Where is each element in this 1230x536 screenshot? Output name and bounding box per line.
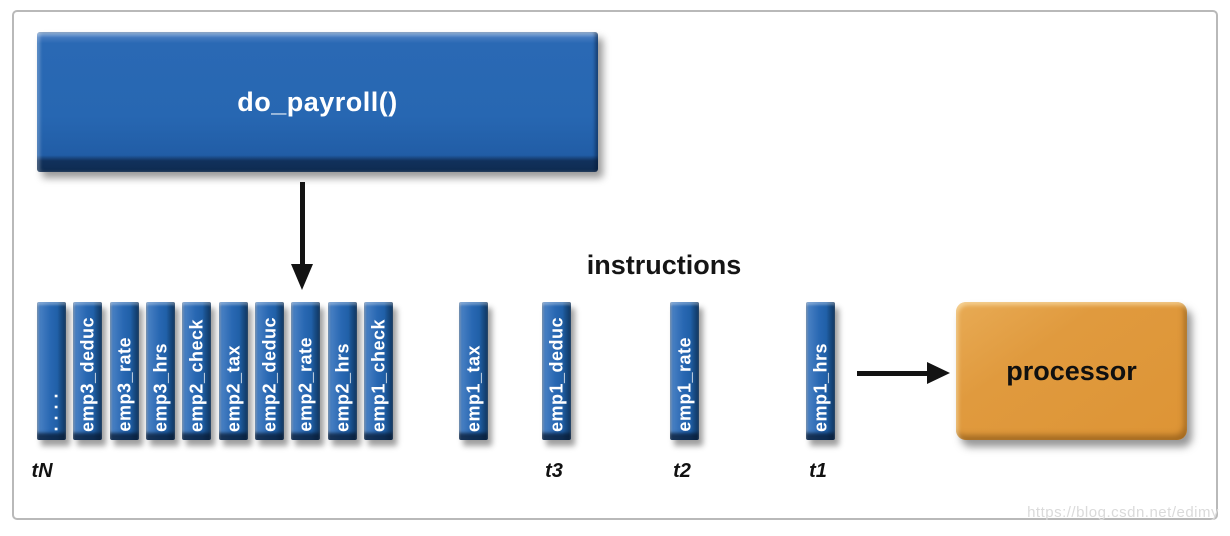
instruction-bar: . . . .: [37, 302, 66, 440]
instruction-bar: emp1_hrs: [806, 302, 835, 440]
instruction-bar-label: . . . .: [41, 393, 61, 432]
instruction-bar: emp2_tax: [219, 302, 248, 440]
instruction-bar-label: emp2_deduc: [259, 316, 279, 432]
time-label-t2: t2: [673, 460, 691, 482]
do-payroll-label: do_payroll(): [237, 86, 398, 117]
instruction-bar-label: emp2_tax: [223, 344, 243, 432]
instruction-bar: emp1_check: [364, 302, 393, 440]
do-payroll-box: do_payroll(): [37, 32, 598, 172]
instruction-bar-label: emp1_deduc: [546, 316, 566, 432]
time-label-t1: t1: [809, 460, 827, 482]
instruction-bar: emp2_rate: [291, 302, 320, 440]
instruction-bar-label: emp2_hrs: [332, 342, 352, 432]
instruction-bar: emp3_rate: [110, 302, 139, 440]
instruction-bar-label: emp2_rate: [295, 337, 315, 432]
right-arrow-icon: [857, 371, 929, 376]
instruction-bar-label: emp3_deduc: [77, 316, 97, 432]
instruction-bar: emp2_deduc: [255, 302, 284, 440]
down-arrowhead-icon: [291, 264, 313, 290]
diagram-frame: [12, 10, 1218, 520]
instruction-bar: emp2_hrs: [328, 302, 357, 440]
instruction-bar: emp1_rate: [670, 302, 699, 440]
instruction-bar-label: emp3_rate: [114, 337, 134, 432]
instruction-bar-label: emp3_hrs: [150, 342, 170, 432]
processor-label: processor: [1006, 355, 1137, 386]
instruction-bar-label: emp1_tax: [463, 344, 483, 432]
instruction-bar-label: emp1_rate: [674, 337, 694, 432]
time-label-tN: tN: [31, 460, 53, 482]
watermark-text: https://blog.csdn.net/edimy: [1027, 504, 1219, 521]
time-label-t3: t3: [545, 460, 563, 482]
instructions-heading: instructions: [586, 250, 742, 280]
instruction-bar-label: emp2_check: [186, 318, 206, 432]
right-arrowhead-icon: [927, 362, 950, 384]
down-arrow-icon: [300, 182, 305, 266]
instruction-bar: emp3_deduc: [73, 302, 102, 440]
instruction-bar: emp2_check: [182, 302, 211, 440]
instruction-bar-label: emp1_check: [368, 318, 388, 432]
instruction-bar: emp1_tax: [459, 302, 488, 440]
instruction-bar-label: emp1_hrs: [810, 342, 830, 432]
instruction-bar: emp3_hrs: [146, 302, 175, 440]
processor-box: processor: [956, 302, 1187, 440]
instruction-bar: emp1_deduc: [542, 302, 571, 440]
